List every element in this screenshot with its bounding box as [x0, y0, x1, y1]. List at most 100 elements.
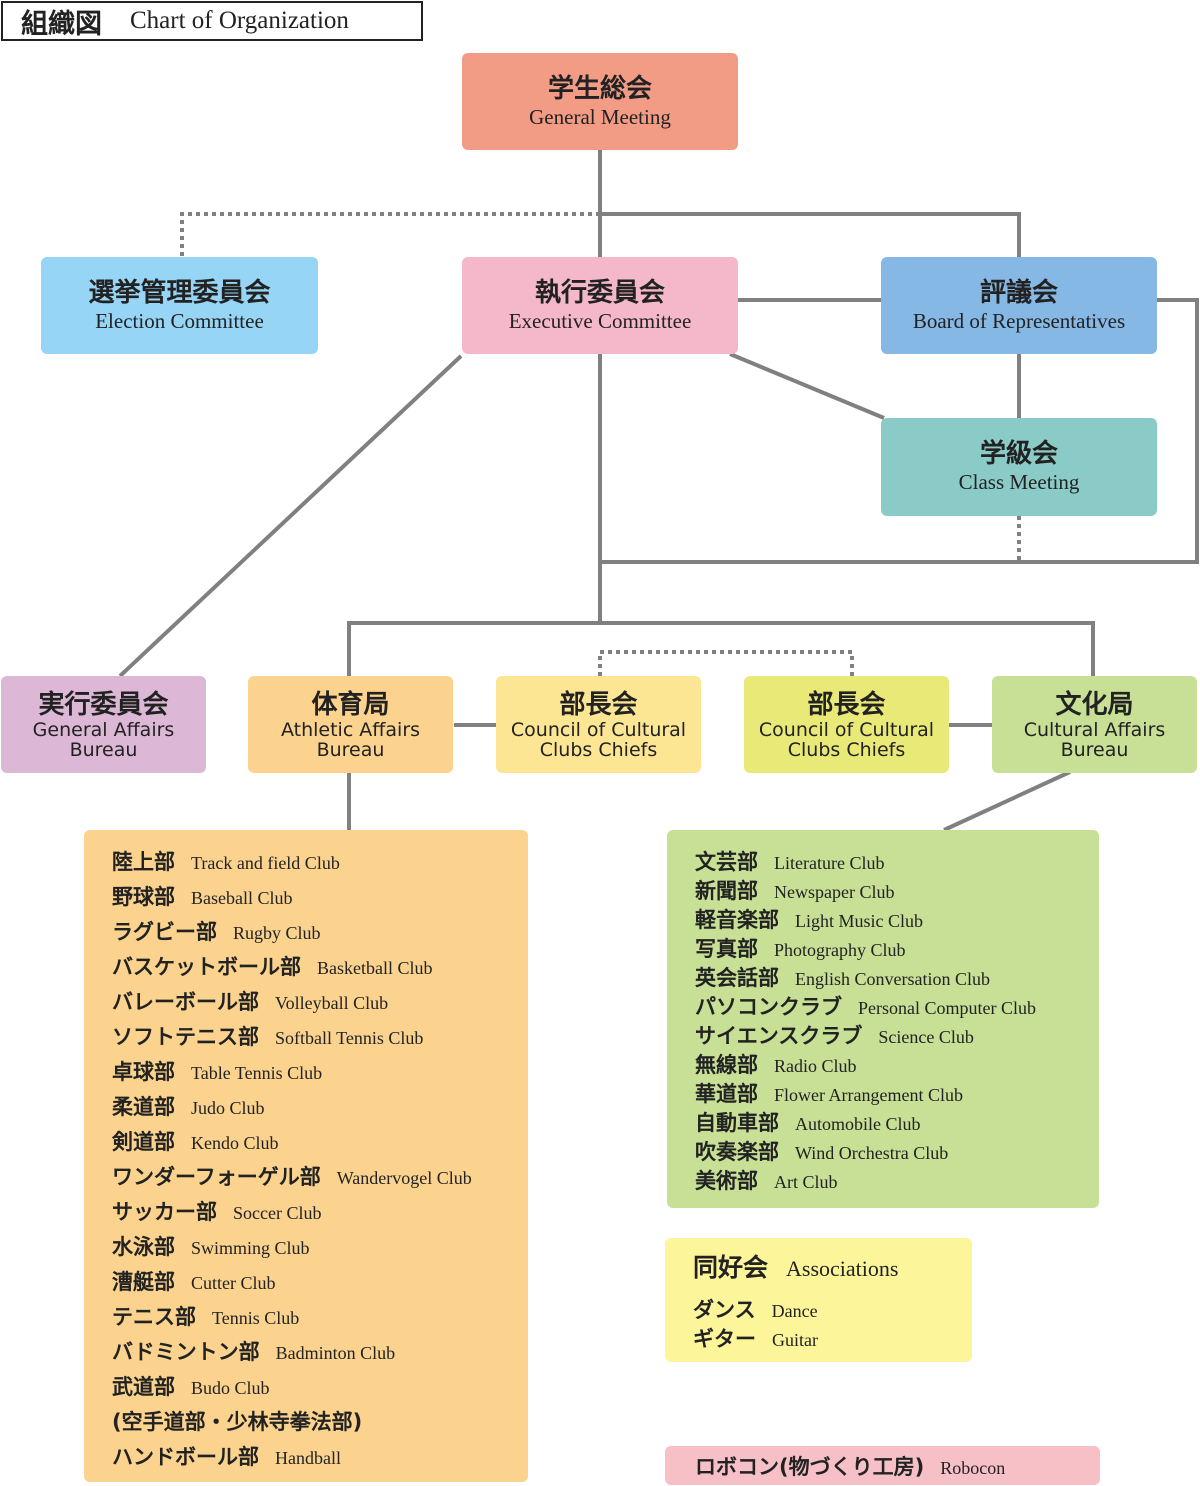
cultural-club-item-jp: 華道部: [695, 1082, 758, 1106]
node-general-affairs-bureau: 実行委員会 General Affairs Bureau: [1, 676, 206, 773]
cultural-club-item: 文芸部 Literature Club: [695, 846, 1099, 875]
cultural-club-item-en: Flower Arrangement Club: [774, 1085, 963, 1105]
robocon-row: ロボコン(物づくり工房) Robocon: [695, 1451, 1005, 1481]
athletic-club-item-en: Wandervogel Club: [336, 1168, 472, 1188]
node-election-committee: 選挙管理委員会 Election Committee: [41, 257, 318, 354]
athletic-club-item: (空手道部・少林寺拳法部): [112, 1406, 528, 1441]
athletic-club-item: 水泳部 Swimming Club: [112, 1231, 528, 1266]
athletic-club-item: 武道部 Budo Club: [112, 1371, 528, 1406]
node-label-jp: 執行委員会: [534, 277, 665, 308]
athletic-club-item-en: Softball Tennis Club: [275, 1028, 424, 1048]
robocon-en: Robocon: [940, 1457, 1006, 1478]
athletic-club-item-jp: ワンダーフォーゲル部: [112, 1165, 321, 1189]
robocon-jp: ロボコン(物づくり工房): [695, 1454, 925, 1479]
cultural-club-item-jp: パソコンクラブ: [695, 995, 842, 1019]
chart-title: 組織図 Chart of Organization: [1, 1, 423, 41]
node-label-jp: 評議会: [979, 277, 1058, 308]
cultural-club-item-en: English Conversation Club: [795, 969, 990, 989]
athletic-club-item: ワンダーフォーゲル部 Wandervogel Club: [112, 1161, 528, 1196]
athletic-club-item-jp: サッカー部: [112, 1200, 217, 1224]
athletic-club-item-jp: 剣道部: [112, 1130, 175, 1154]
athletic-club-item-en: Baseball Club: [191, 888, 293, 908]
node-executive-committee: 執行委員会 Executive Committee: [462, 257, 738, 354]
node-label-en-line1: Council of Cultural: [758, 718, 935, 741]
athletic-club-item-jp: 水泳部: [112, 1235, 175, 1259]
athletic-club-item-en: Judo Club: [191, 1098, 265, 1118]
node-label-en: Board of Representatives: [912, 308, 1126, 333]
node-label-jp: 体育局: [311, 689, 390, 720]
associations-title: 同好会 Associations: [693, 1248, 972, 1294]
cultural-club-item: 軽音楽部 Light Music Club: [695, 904, 1099, 933]
athletic-club-item-jp: 柔道部: [112, 1095, 175, 1119]
cultural-club-item-jp: 吹奏楽部: [695, 1140, 779, 1164]
cultural-club-item-en: Light Music Club: [795, 911, 924, 931]
node-label-en-line2: Bureau: [69, 738, 138, 761]
cultural-club-item-jp: 自動車部: [695, 1111, 779, 1135]
node-label-jp: 文化局: [1055, 689, 1134, 720]
athletic-club-item: テニス部 Tennis Club: [112, 1301, 528, 1336]
athletic-club-item-en: Cutter Club: [191, 1273, 276, 1293]
athletic-club-item-en: Swimming Club: [191, 1238, 310, 1258]
node-label-en-line2: Bureau: [316, 738, 385, 761]
athletic-club-item-jp: バレーボール部: [112, 990, 259, 1014]
athletic-club-item-jp: 漕艇部: [112, 1270, 175, 1294]
athletic-club-item-jp: 卓球部: [112, 1060, 175, 1084]
node-label-en-line1: Council of Cultural: [510, 718, 687, 741]
athletic-club-item-en: Track and field Club: [191, 853, 340, 873]
athletic-club-item-en: Budo Club: [191, 1378, 270, 1398]
athletic-club-item-jp: バドミントン部: [112, 1340, 260, 1364]
athletic-club-item-en: Tennis Club: [212, 1308, 300, 1328]
node-council-club-chiefs-2: 部長会 Council of Cultural Clubs Chiefs: [744, 676, 949, 773]
athletic-club-item-en: Badminton Club: [275, 1343, 396, 1363]
cultural-club-item-en: Newspaper Club: [774, 882, 895, 902]
node-label-jp: 部長会: [559, 689, 638, 720]
athletic-club-item-jp: テニス部: [112, 1305, 196, 1329]
athletic-club-item-jp: バスケットボール部: [112, 955, 301, 979]
cultural-club-item-en: Science Club: [878, 1027, 974, 1047]
athletic-club-item-jp: 野球部: [112, 885, 175, 909]
athletic-club-item-jp: ラグビー部: [112, 920, 217, 944]
athletic-club-item-en: Handball: [275, 1448, 341, 1468]
cultural-club-item-en: Literature Club: [774, 853, 885, 873]
athletic-club-item: バドミントン部 Badminton Club: [112, 1336, 528, 1371]
athletic-club-item-jp: (空手道部・少林寺拳法部): [112, 1410, 363, 1434]
associations-title-en: Associations: [786, 1256, 899, 1281]
node-label-en: General Meeting: [529, 104, 671, 129]
athletic-club-item: 野球部 Baseball Club: [112, 881, 528, 916]
cultural-club-item-jp: 写真部: [695, 937, 758, 961]
node-label-en-line2: Bureau: [1060, 738, 1129, 761]
athletic-club-item-jp: ソフトテニス部: [112, 1025, 259, 1049]
node-council-club-chiefs-1: 部長会 Council of Cultural Clubs Chiefs: [496, 676, 701, 773]
node-label-jp: 学生総会: [547, 73, 652, 104]
chart-title-en: Chart of Organization: [130, 7, 349, 34]
node-label-jp: 実行委員会: [38, 689, 169, 720]
athletic-club-item-jp: 陸上部: [112, 850, 175, 874]
node-cultural-affairs-bureau: 文化局 Cultural Affairs Bureau: [992, 676, 1197, 773]
node-label-en: Executive Committee: [508, 308, 692, 333]
cultural-club-item-jp: 文芸部: [695, 850, 758, 874]
node-board-of-representatives: 評議会 Board of Representatives: [881, 257, 1157, 354]
node-label-en: Election Committee: [95, 308, 264, 333]
cultural-club-item-jp: 軽音楽部: [695, 908, 779, 932]
node-athletic-affairs-bureau: 体育局 Athletic Affairs Bureau: [248, 676, 453, 773]
athletic-club-item-jp: 武道部: [112, 1375, 175, 1399]
association-item-en: Guitar: [772, 1330, 818, 1350]
node-label-en-line1: Athletic Affairs: [280, 718, 421, 741]
cultural-club-item: 華道部 Flower Arrangement Club: [695, 1078, 1099, 1107]
athletic-clubs-panel: 陸上部 Track and field Club 野球部 Baseball Club ラ…: [84, 830, 528, 1482]
node-label-en-line2: Clubs Chiefs: [787, 738, 906, 761]
